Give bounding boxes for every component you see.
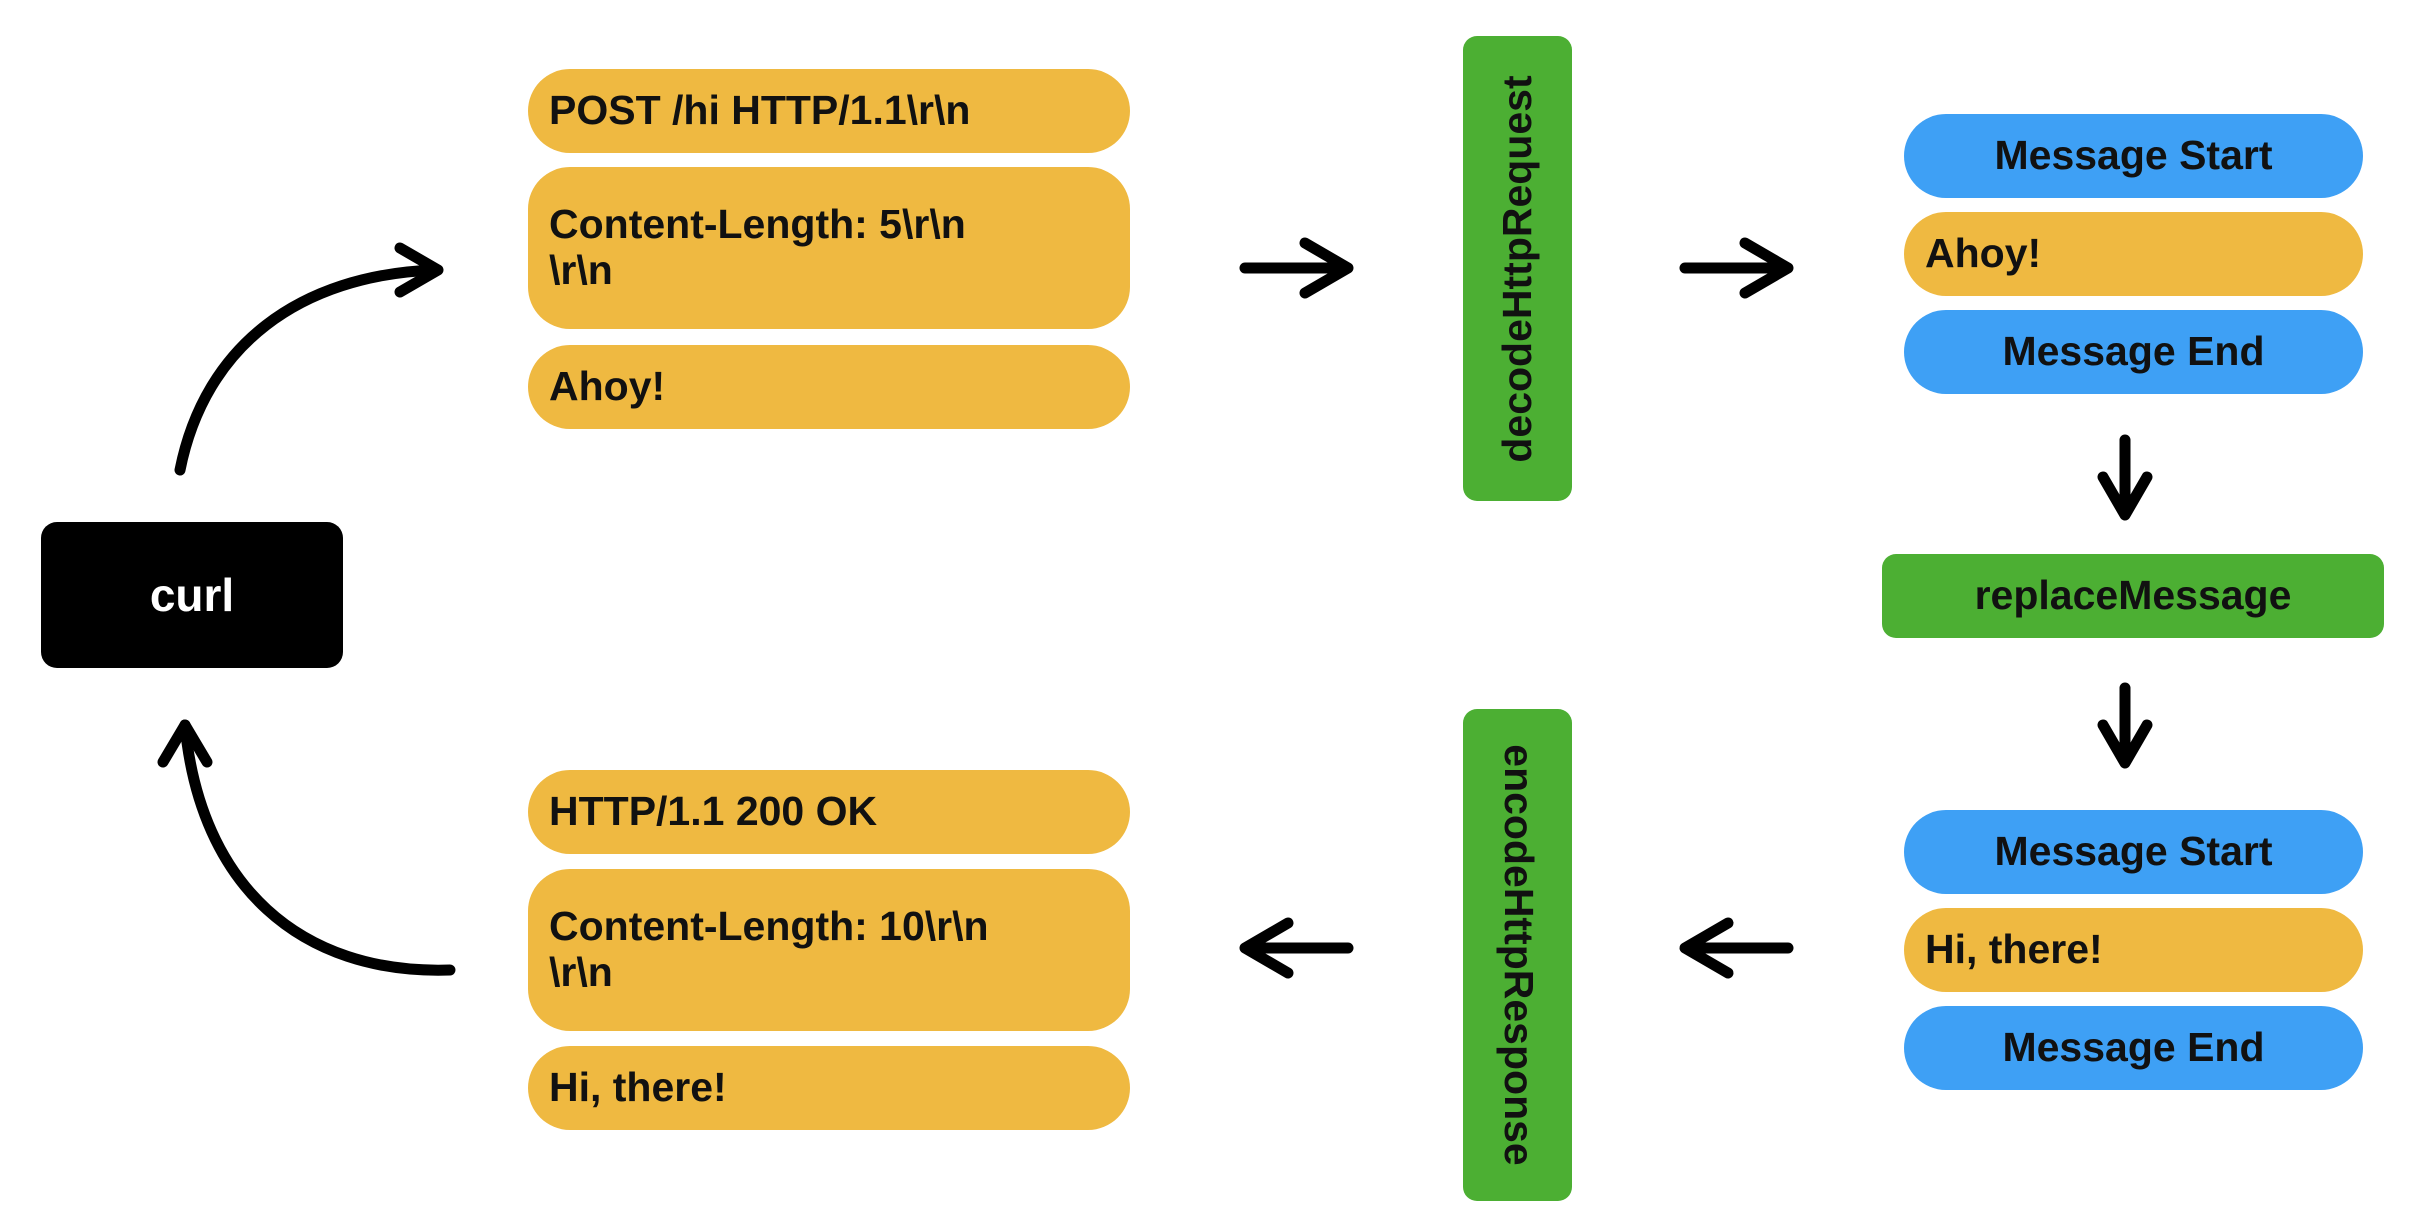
arrowhead-encoder-to-response bbox=[1239, 917, 1294, 979]
arrowhead-replace-to-messages bbox=[2097, 719, 2153, 769]
request-line-text: POST /hi HTTP/1.1\r\n bbox=[549, 87, 971, 134]
message-end-incoming-text: Message End bbox=[2002, 328, 2265, 375]
request-headers: Content-Length: 5\r\n \r\n bbox=[528, 167, 1130, 329]
request-line: POST /hi HTTP/1.1\r\n bbox=[528, 69, 1130, 153]
curl-label: curl bbox=[149, 569, 235, 621]
message-content-outgoing-text: Hi, there! bbox=[1925, 926, 2103, 973]
arrowhead-decoder-to-messages bbox=[1739, 237, 1794, 299]
decode-http-request: decodeHttpRequest bbox=[1463, 36, 1572, 501]
response-headers-text: Content-Length: 10\r\n \r\n bbox=[549, 903, 989, 995]
message-content-outgoing: Hi, there! bbox=[1904, 908, 2363, 992]
message-content-incoming-text: Ahoy! bbox=[1925, 230, 2042, 277]
arrow-curl-to-request bbox=[174, 264, 441, 476]
arrowhead-messages-to-encoder bbox=[1679, 917, 1734, 979]
response-status-line-text: HTTP/1.1 200 OK bbox=[549, 788, 878, 835]
message-content-incoming: Ahoy! bbox=[1904, 212, 2363, 296]
message-start-outgoing: Message Start bbox=[1904, 810, 2363, 894]
arrowhead-curl-to-request bbox=[394, 242, 444, 298]
request-body-text: Ahoy! bbox=[549, 363, 666, 410]
response-body-text: Hi, there! bbox=[549, 1064, 727, 1111]
response-headers: Content-Length: 10\r\n \r\n bbox=[528, 869, 1130, 1031]
replace-message-label: replaceMessage bbox=[1974, 572, 2292, 619]
response-status-line: HTTP/1.1 200 OK bbox=[528, 770, 1130, 854]
message-start-incoming-text: Message Start bbox=[1994, 132, 2273, 179]
response-body: Hi, there! bbox=[528, 1046, 1130, 1130]
encode-http-response: encodeHttpResponse bbox=[1463, 709, 1572, 1201]
message-end-outgoing-text: Message End bbox=[2002, 1024, 2265, 1071]
message-end-outgoing: Message End bbox=[1904, 1006, 2363, 1090]
message-start-outgoing-text: Message Start bbox=[1994, 828, 2273, 875]
arrowhead-response-to-curl bbox=[157, 719, 213, 768]
decode-http-request-label: decodeHttpRequest bbox=[1493, 74, 1540, 463]
arrow-response-to-curl bbox=[179, 719, 456, 976]
message-end-incoming: Message End bbox=[1904, 310, 2363, 394]
request-body: Ahoy! bbox=[528, 345, 1130, 429]
request-headers-text: Content-Length: 5\r\n \r\n bbox=[549, 201, 966, 293]
message-start-incoming: Message Start bbox=[1904, 114, 2363, 198]
arrowhead-request-to-decoder bbox=[1299, 237, 1354, 299]
encode-http-response-label: encodeHttpResponse bbox=[1495, 744, 1542, 1166]
replace-message: replaceMessage bbox=[1882, 554, 2384, 638]
arrowhead-messages-to-replace bbox=[2097, 471, 2153, 521]
curl-client: curl bbox=[41, 522, 343, 668]
